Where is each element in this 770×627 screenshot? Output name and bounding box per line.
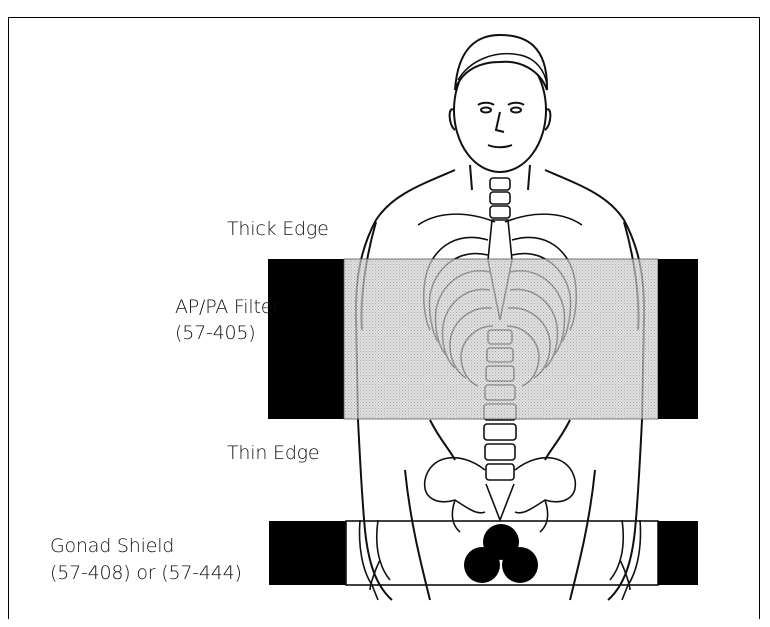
ap-pa-filter	[268, 259, 698, 419]
gonad-shield-label: Gonad Shield	[50, 535, 174, 557]
thick-edge-label: Thick Edge	[227, 218, 329, 240]
filter-left-black	[268, 259, 344, 419]
filter-center-gradient	[344, 259, 658, 419]
gonad-shield-disc	[464, 524, 538, 583]
shield-left-black	[269, 521, 346, 585]
ap-pa-filter-label: AP/PA Filter	[175, 296, 280, 318]
head	[450, 35, 551, 190]
filter-right-black	[658, 259, 698, 419]
ap-pa-part-number: (57-405)	[175, 322, 256, 344]
gonad-shield-part-numbers: (57-408) or (57-444)	[50, 562, 242, 584]
thin-edge-label: Thin Edge	[227, 442, 319, 464]
shield-right-black	[658, 521, 698, 585]
